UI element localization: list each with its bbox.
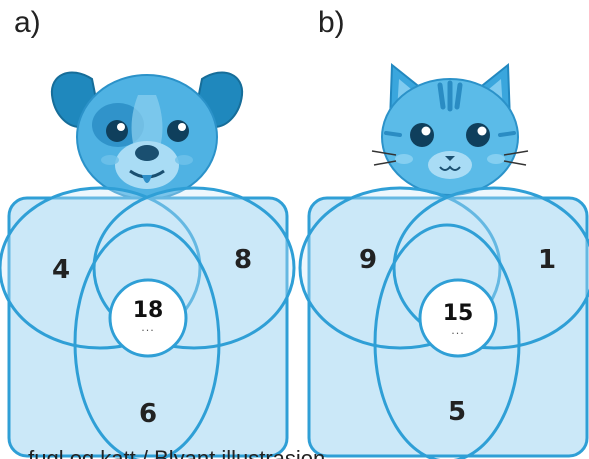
center-dots: ... (141, 321, 155, 334)
region-center-value: 18 (132, 298, 164, 323)
region-bottom-value: 5 (448, 397, 467, 427)
venn-shapes-a (0, 186, 296, 459)
center-dots: ... (451, 324, 465, 337)
label-a: a) (14, 6, 41, 39)
region-bottom-value: 6 (139, 399, 158, 429)
venn-diagram-a (0, 71, 296, 459)
cropped-caption: — fugl og katt / Blyant illustrasjon (0, 446, 326, 459)
label-b: b) (318, 6, 345, 39)
venn-panel-b: 9 1 5 15 ... (298, 55, 589, 459)
venn-panel-a: 4 8 6 18 ... (0, 55, 296, 459)
cat-icon (371, 62, 529, 196)
dog-icon (50, 71, 244, 200)
region-top-right-value: 8 (234, 245, 253, 275)
region-center-value: 15 (442, 301, 474, 326)
venn-diagram-b (298, 62, 589, 459)
region-top-right-value: 1 (538, 245, 557, 275)
region-top-left-value: 9 (359, 245, 378, 275)
venn-shapes-b (298, 186, 589, 459)
region-top-left-value: 4 (52, 255, 71, 285)
